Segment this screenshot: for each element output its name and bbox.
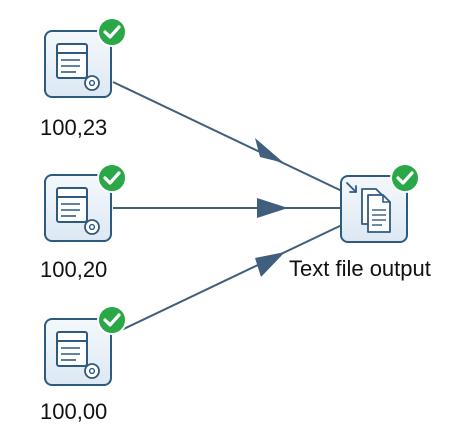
table-input-icon bbox=[56, 187, 100, 235]
step-text-file-output[interactable] bbox=[340, 163, 420, 243]
table-input-icon bbox=[56, 331, 100, 379]
table-input-icon bbox=[56, 43, 100, 91]
step-label-100-23: 100,23 bbox=[40, 115, 108, 140]
text-file-output-icon bbox=[346, 182, 391, 233]
hop-100-23-to-output[interactable] bbox=[112, 81, 345, 193]
step-input-100-20[interactable] bbox=[44, 163, 127, 242]
step-input-100-23[interactable] bbox=[44, 17, 127, 98]
hop-100-00-to-output[interactable] bbox=[112, 223, 345, 335]
step-input-100-00[interactable] bbox=[44, 305, 127, 386]
status-success-icon bbox=[97, 17, 127, 47]
hop-arrowhead-icon bbox=[255, 138, 284, 163]
step-label-100-00: 100,00 bbox=[40, 399, 108, 424]
status-success-icon bbox=[390, 163, 420, 193]
status-success-icon bbox=[97, 305, 127, 335]
hop-100-20-to-output[interactable] bbox=[113, 198, 344, 218]
status-success-icon bbox=[97, 163, 127, 193]
hop-arrowhead-icon bbox=[255, 252, 285, 277]
hop-arrowhead-icon bbox=[257, 198, 288, 218]
step-label-text-file-output: Text file output bbox=[289, 256, 431, 281]
step-label-100-20: 100,20 bbox=[40, 257, 108, 282]
